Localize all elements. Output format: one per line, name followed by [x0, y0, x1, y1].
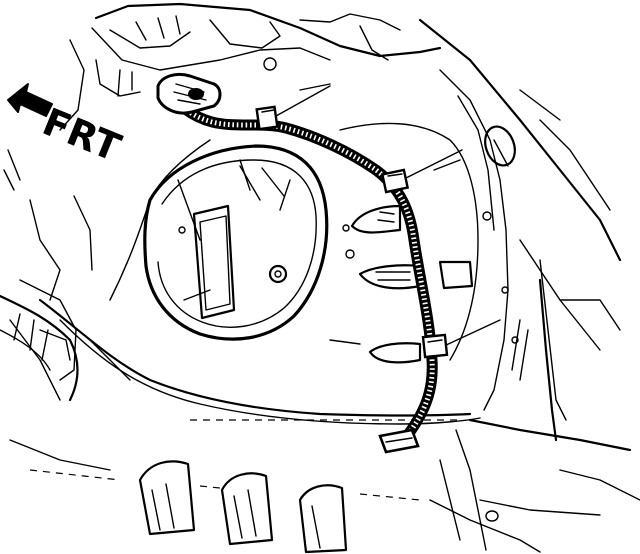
harness-connector — [156, 72, 222, 115]
front-direction-indicator: FRT — [7, 83, 127, 171]
harness-end-connector — [378, 428, 420, 454]
harness-clip — [255, 105, 279, 131]
floor-ribs — [9, 439, 421, 554]
leader-lines — [275, 85, 501, 347]
front-direction-label: FRT — [37, 100, 127, 171]
front-arrow-icon — [7, 83, 53, 117]
harness-clip — [421, 333, 449, 359]
well-drain-plug — [268, 264, 288, 284]
spare-tire-well — [143, 144, 329, 341]
spare-tire-plate — [192, 204, 236, 320]
harness-clip — [380, 168, 410, 194]
wheel-house — [0, 294, 79, 402]
rear-body-structure — [3, 2, 640, 553]
